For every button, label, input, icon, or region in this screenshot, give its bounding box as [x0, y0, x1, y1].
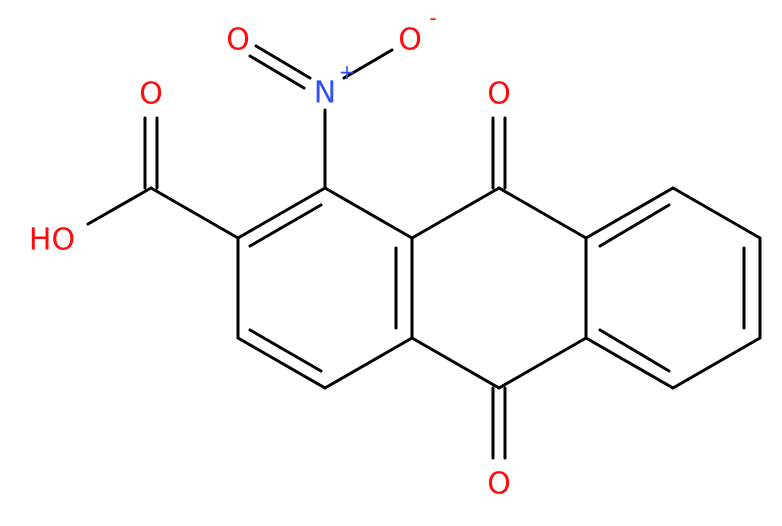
carbonyl-oxygen-bottom: O: [487, 467, 511, 502]
acid-carbonyl-oxygen: O: [139, 77, 163, 112]
bond-c4-c4a: [323, 336, 414, 390]
hydroxyl-group: HO: [29, 223, 75, 258]
bond-c3-c4-inner: [248, 328, 323, 373]
bond-c8a-c8-inner: [598, 203, 671, 248]
carbonyl-oxygen-top: O: [487, 77, 511, 112]
bond-c8-c7: [671, 186, 762, 240]
nitro-nitrogen: N: [314, 76, 336, 111]
bond-c5-c10a-inner: [598, 328, 671, 373]
bond-c1-c2: [236, 186, 327, 240]
bond-c3-c4: [236, 336, 327, 390]
bond-c2-cacid: [149, 186, 240, 240]
nitro-oxygen-charge: -: [429, 6, 436, 30]
bond-c10-c4a: [410, 336, 501, 390]
bond-n-o-single: [342, 48, 394, 80]
bond-n-o-double-a: [254, 44, 312, 80]
bond-c5-c10a: [584, 336, 675, 390]
bond-cacid-oh: [86, 186, 153, 226]
bond-c9a-c9: [410, 186, 501, 240]
bond-c1-c2-inner: [248, 203, 323, 248]
bond-c6-c5: [671, 336, 762, 390]
nitro-oxygen-single: O: [398, 23, 422, 58]
bond-c9-c8a: [497, 186, 588, 240]
nitro-oxygen-double: O: [226, 23, 250, 58]
bond-n-o-double-b: [248, 54, 306, 90]
nitro-nitrogen-charge: +: [339, 60, 356, 84]
bond-c9a-c1: [323, 186, 414, 240]
bond-c8a-c8: [584, 186, 675, 240]
bond-c10a-c10: [497, 336, 588, 390]
